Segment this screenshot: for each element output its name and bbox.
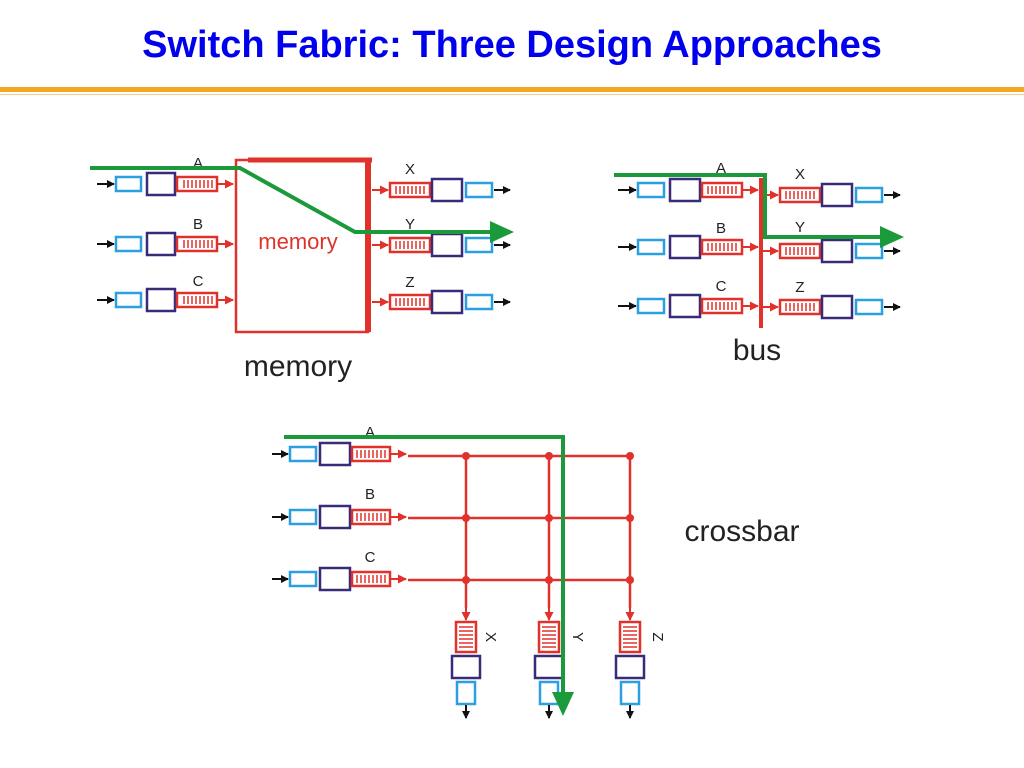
crossbar-input-label-b: B [365,486,375,503]
bus-input-label-c: C [716,278,727,295]
bus-output-label-x: X [795,166,805,183]
bus-output-port-x [762,182,901,208]
bus-input-label-a: A [716,160,726,177]
bus-input-port-b [618,234,759,260]
crossbar-input-port-c [272,566,407,592]
crossbar-panel: A B C [272,424,800,719]
bus-output-port-z [762,294,901,320]
crossbar-output-label-y: Y [569,632,586,642]
crossbar-output-port-y [533,606,565,719]
memory-output-port-x [372,177,511,203]
memory-input-label-a: A [193,155,203,172]
bus-output-label-z: Z [795,279,804,296]
crossbar-packet-path [284,435,574,716]
memory-input-label-b: B [193,216,203,233]
crossbar-caption: crossbar [684,515,799,548]
crossbar-grid [408,454,632,608]
crossbar-output-label-z: Z [649,632,666,641]
memory-output-port-z [372,289,511,315]
crossbar-output-label-x: X [482,632,499,642]
crossbar-junctions [462,452,634,584]
memory-output-label-z: Z [405,274,414,291]
crossbar-input-port-a [272,441,407,467]
memory-output-label-x: X [405,161,415,178]
crossbar-output-port-x [450,606,482,719]
memory-input-label-c: C [193,273,204,290]
crossbar-input-label-a: A [365,424,375,441]
memory-input-port-a [97,171,234,197]
memory-output-port-y [372,232,511,258]
bus-caption: bus [733,334,781,367]
memory-box-label: memory [258,229,337,254]
bus-input-port-a [618,177,759,203]
title-divider-thin [0,94,1024,95]
bus-output-label-y: Y [795,219,805,236]
memory-caption: memory [244,350,352,383]
crossbar-input-port-b [272,504,407,530]
crossbar-input-label-c: C [365,549,376,566]
memory-output-label-y: Y [405,216,415,233]
memory-input-port-b [97,231,234,257]
bus-packet-path [614,173,904,248]
memory-panel: A B C memory [90,155,514,383]
memory-input-port-c [97,287,234,313]
memory-packet-path [90,166,514,243]
title-divider [0,87,1024,92]
slide-title: Switch Fabric: Three Design Approaches [142,24,882,66]
crossbar-output-port-z [614,606,646,719]
bus-output-port-y [762,238,901,264]
bus-panel: A B C X Y Z [614,160,904,367]
bus-input-port-c [618,293,759,319]
bus-input-label-b: B [716,220,726,237]
